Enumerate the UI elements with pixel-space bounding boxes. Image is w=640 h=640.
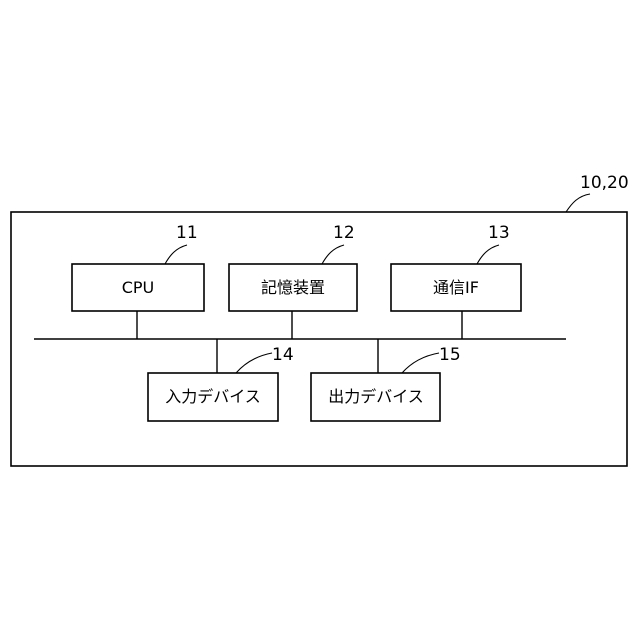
output-ref-label: 15 (439, 345, 461, 365)
storage-label: 記憶装置 (261, 278, 325, 297)
system-ref-leader (566, 194, 590, 212)
storage-ref-label: 12 (333, 223, 355, 243)
input-label: 入力デバイス (165, 387, 261, 406)
system-ref-label: 10,20 (580, 173, 629, 193)
output-label: 出力デバイス (328, 387, 424, 406)
input-ref-label: 14 (272, 345, 294, 365)
cpu-label: CPU (122, 278, 155, 297)
cpu-ref-label: 11 (176, 223, 198, 243)
comm-label: 通信IF (433, 278, 479, 297)
comm-ref-label: 13 (488, 223, 510, 243)
